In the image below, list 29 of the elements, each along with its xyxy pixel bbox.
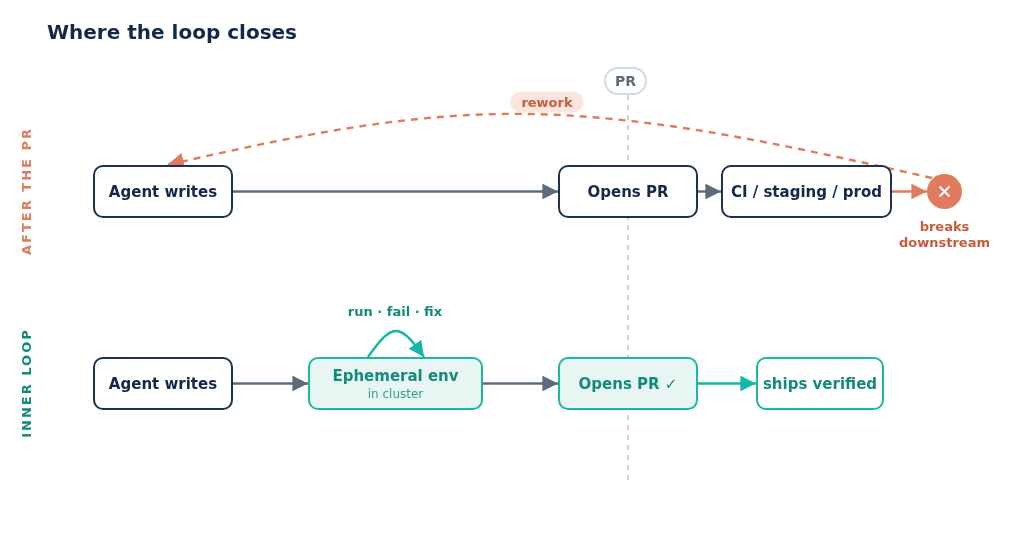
process-box (756, 357, 884, 410)
arrow (233, 375, 308, 392)
box-subtitle: in cluster (367, 386, 424, 401)
title: Where the loop closes (47, 20, 298, 44)
divider-label: PR (604, 67, 648, 95)
arrow (892, 183, 927, 200)
node-caption: breaks downstream (898, 219, 991, 251)
dashed-arrow (166, 112, 933, 180)
arrow (233, 183, 558, 200)
box-label: Agent writes (108, 374, 218, 393)
box-label: CI / staging / prod (730, 182, 883, 201)
box-label: ships verified (762, 374, 878, 393)
process-box (558, 357, 698, 410)
arrow (483, 375, 558, 392)
process-box (558, 165, 698, 218)
process-box (93, 165, 233, 218)
edge-label: rework (510, 91, 584, 113)
box-label: Ephemeral env (332, 366, 459, 385)
process-box (308, 357, 483, 410)
arrow (367, 329, 425, 358)
box-label: Opens PR (587, 182, 669, 201)
process-box (721, 165, 892, 218)
box-label: Agent writes (108, 182, 218, 201)
process-box (93, 357, 233, 410)
lane-label: INNER LOOP (18, 328, 34, 438)
box-label: Opens PR ✓ (578, 374, 678, 393)
arrow (698, 183, 721, 200)
arrow (698, 375, 756, 392)
lane-label: AFTER THE PR (18, 127, 34, 255)
